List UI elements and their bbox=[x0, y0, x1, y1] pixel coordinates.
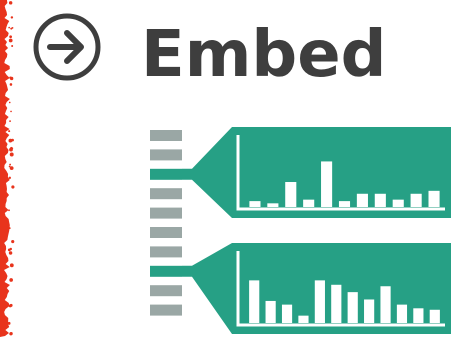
stripe-row bbox=[150, 227, 182, 238]
chart-bar bbox=[314, 280, 325, 323]
embedded-charts bbox=[182, 127, 451, 334]
red-edge-speckle bbox=[9, 263, 14, 268]
chart-bar bbox=[285, 182, 297, 207]
chart-bar bbox=[265, 300, 276, 323]
red-edge-speckle bbox=[10, 27, 13, 30]
chart-axes bbox=[236, 251, 445, 327]
red-edge-speckle bbox=[11, 45, 14, 48]
red-edge-speckle bbox=[8, 130, 11, 133]
red-edge-speckle bbox=[8, 176, 11, 180]
red-edge-speckle bbox=[8, 209, 10, 212]
chart-bar bbox=[374, 193, 386, 207]
red-edge-speckle bbox=[9, 278, 12, 281]
red-edge-speckle bbox=[10, 16, 14, 19]
chart-bar bbox=[347, 292, 358, 323]
chart-bar bbox=[321, 161, 333, 207]
stripe-row bbox=[150, 149, 182, 161]
red-edge-speckle bbox=[10, 110, 12, 113]
chart-bar bbox=[331, 284, 342, 323]
embedding-stripes bbox=[150, 130, 182, 316]
chart-bar bbox=[249, 280, 260, 323]
stripe-row bbox=[150, 130, 182, 141]
chart-bar bbox=[338, 201, 351, 207]
chart-bar bbox=[298, 315, 309, 323]
red-edge-speckle bbox=[9, 152, 14, 157]
stripe-row bbox=[150, 246, 182, 258]
chart-bar bbox=[429, 309, 440, 323]
red-edge-speckle bbox=[11, 185, 15, 189]
red-edge-speckle bbox=[8, 101, 11, 104]
arrow-right-circle-icon bbox=[33, 13, 101, 81]
red-edge-speckle bbox=[9, 83, 13, 86]
red-edge-speckle bbox=[9, 120, 11, 123]
red-edge-speckle bbox=[7, 248, 11, 252]
chart-bar bbox=[281, 304, 293, 323]
stripe-row bbox=[150, 304, 182, 316]
red-edge-speckle bbox=[9, 166, 14, 170]
page-title: Embed bbox=[141, 18, 386, 92]
red-edge-shape bbox=[0, 0, 10, 337]
chart-bar bbox=[303, 199, 315, 207]
chart-bar bbox=[267, 203, 279, 207]
stripe-row bbox=[150, 207, 182, 219]
red-edge-speckle bbox=[8, 251, 13, 255]
red-edge-speckle bbox=[9, 163, 11, 166]
chart-bar bbox=[249, 201, 261, 207]
chart-bar bbox=[410, 193, 422, 207]
red-edge-speckle bbox=[8, 227, 11, 230]
chart-bar bbox=[428, 190, 440, 207]
red-edge-speckle bbox=[11, 240, 15, 244]
stripe-row-highlighted bbox=[150, 168, 182, 180]
red-edge-speckle bbox=[8, 38, 13, 43]
red-edge-speckle bbox=[9, 147, 13, 152]
red-edge-speckle bbox=[8, 26, 10, 29]
chart-axes bbox=[236, 135, 445, 211]
red-edge-speckle bbox=[9, 76, 14, 81]
chart-bar bbox=[380, 286, 391, 323]
red-edge-speckle bbox=[9, 35, 12, 39]
chart-bar bbox=[364, 299, 375, 323]
chart-bar bbox=[392, 199, 404, 207]
red-edge-speckle bbox=[8, 304, 12, 308]
red-edge-speckle bbox=[8, 165, 11, 168]
stripe-row bbox=[150, 285, 182, 297]
red-edge-speckle bbox=[7, 321, 11, 325]
stripe-row bbox=[150, 188, 182, 200]
red-edge-speckle bbox=[9, 332, 13, 336]
chart-bar bbox=[413, 308, 424, 323]
red-edge-speckle bbox=[8, 138, 13, 143]
left-red-edge bbox=[0, 0, 15, 337]
chart-bar bbox=[396, 304, 408, 323]
chart-bar bbox=[356, 193, 368, 207]
stripe-row-highlighted bbox=[150, 265, 182, 277]
red-edge-speckle bbox=[8, 1, 13, 5]
